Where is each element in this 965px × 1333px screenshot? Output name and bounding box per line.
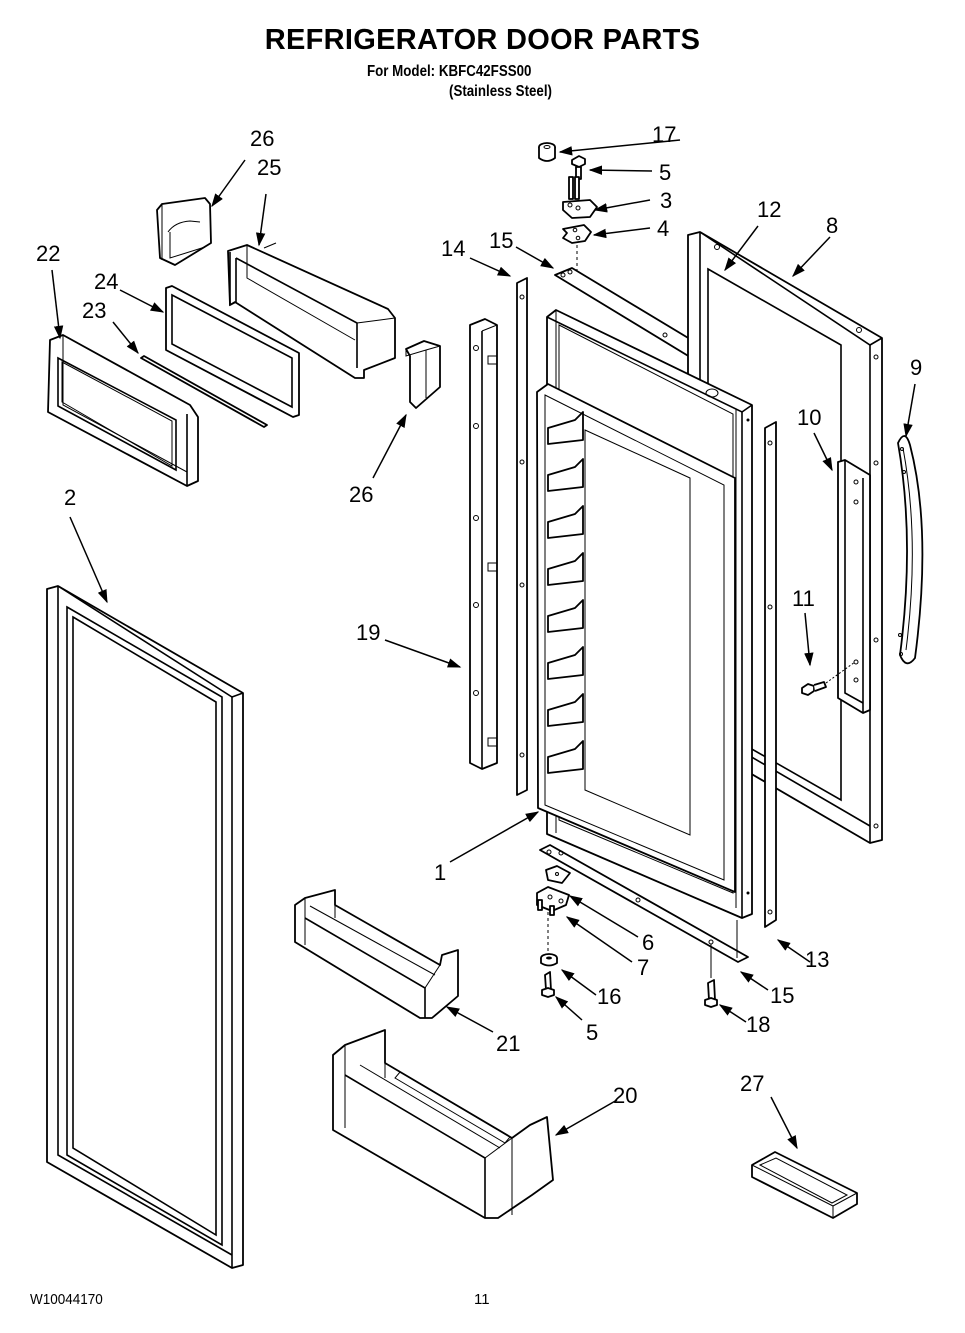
callout-5-top: 5	[659, 160, 671, 185]
callout-9: 9	[910, 355, 922, 380]
part-20-door-bin-large	[332, 1029, 554, 1219]
part-23-seal-strip	[140, 355, 268, 428]
bin-supports	[547, 411, 584, 774]
model-line: For Model: KBFC42FSS00	[367, 63, 532, 80]
callout-17: 17	[652, 122, 676, 147]
part-17-hinge-cap	[538, 142, 556, 162]
part-1-door-liner	[536, 309, 753, 919]
part-24-frame-gasket	[165, 285, 300, 418]
part-11-screw	[801, 661, 856, 696]
part-7-bottom-hinge	[536, 886, 570, 916]
part-2-door-gasket	[46, 585, 244, 1269]
callout-23: 23	[82, 298, 106, 323]
callout-16: 16	[597, 984, 621, 1009]
page-number: 11	[474, 1291, 490, 1308]
part-16-washer	[540, 953, 558, 967]
callout-2: 2	[64, 485, 76, 510]
callout-19: 19	[356, 620, 380, 645]
part-25-bin-housing	[227, 242, 396, 379]
part-21-door-bin-small	[294, 889, 459, 1019]
callout-4: 4	[657, 216, 669, 241]
callout-labels: 1 2 3 4 5 5 6 7 8 9 10 11 12 13 14 15 15…	[36, 122, 922, 1108]
part-10-handle-bracket	[837, 459, 871, 714]
part-14-left-trim	[516, 277, 528, 796]
callout-26-top: 26	[250, 126, 274, 151]
part-6-hinge-shim-lower	[545, 865, 571, 884]
callout-18: 18	[746, 1012, 770, 1037]
callout-5-bottom: 5	[586, 1020, 598, 1045]
part-3-top-hinge	[562, 176, 598, 219]
callout-25: 25	[257, 155, 281, 180]
callout-12: 12	[757, 197, 781, 222]
page-title: REFRIGERATOR DOOR PARTS	[264, 24, 701, 56]
document-number: W10044170	[30, 1291, 103, 1308]
callout-8: 8	[826, 213, 838, 238]
leader-arrows	[51, 139, 916, 1150]
part-18-screw	[704, 979, 718, 1008]
part-4-hinge-shim	[562, 224, 592, 244]
finish-line: (Stainless Steel)	[449, 83, 552, 100]
callout-1: 1	[434, 860, 446, 885]
callout-27: 27	[740, 1071, 764, 1096]
callout-3: 3	[660, 188, 672, 213]
callout-13: 13	[805, 947, 829, 972]
callout-26-bottom: 26	[349, 482, 373, 507]
callout-14: 14	[441, 236, 465, 261]
part-26-bracket-left	[156, 197, 212, 266]
part-22-bin-front	[47, 334, 199, 487]
part-9-door-handle	[897, 435, 924, 665]
callout-10: 10	[797, 405, 821, 430]
part-5-lower-screw	[541, 971, 555, 998]
callout-15-bottom: 15	[770, 983, 794, 1008]
part-19-gasket-bar	[469, 318, 498, 770]
part-13-right-trim	[764, 421, 777, 928]
callout-7: 7	[637, 955, 649, 980]
callout-6: 6	[642, 930, 654, 955]
callout-24: 24	[94, 269, 118, 294]
callout-21: 21	[496, 1031, 520, 1056]
part-27-small-tray	[751, 1151, 858, 1219]
callout-15-top: 15	[489, 228, 513, 253]
part-26-bracket-right	[405, 340, 441, 409]
part-15-bottom-strip	[539, 844, 749, 963]
part-5-hinge-screw	[571, 155, 586, 180]
callout-11: 11	[792, 586, 815, 611]
callout-22: 22	[36, 241, 60, 266]
callout-20: 20	[613, 1083, 637, 1108]
